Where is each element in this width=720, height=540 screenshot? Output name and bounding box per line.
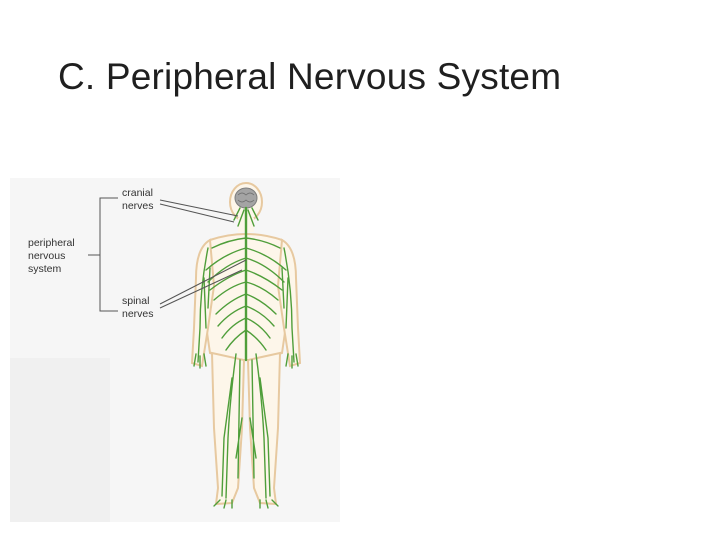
label-spinal-line1: spinal (122, 295, 149, 307)
brain-icon (234, 187, 258, 209)
brain-folds (237, 192, 255, 203)
slide-title: C. Peripheral Nervous System (58, 56, 562, 97)
label-pns-line1: peripheral (28, 237, 75, 249)
spinal-leader (159, 259, 247, 309)
cranial-leader (159, 199, 239, 223)
label-cranial-line2: nerves (122, 200, 154, 212)
label-spinal-line2: nerves (122, 308, 154, 320)
label-leader-lines (88, 197, 247, 312)
nervous-system-figure: cranial nerves peripheral nervous system… (10, 178, 340, 522)
nerve-network (193, 206, 299, 509)
label-cranial-line1: cranial (122, 187, 153, 199)
label-pns-line2: nervous (28, 250, 65, 262)
nervous-system-diagram: cranial nerves peripheral nervous system… (10, 178, 340, 522)
figure-background-lower (10, 358, 110, 522)
label-pns-line3: system (28, 263, 62, 275)
